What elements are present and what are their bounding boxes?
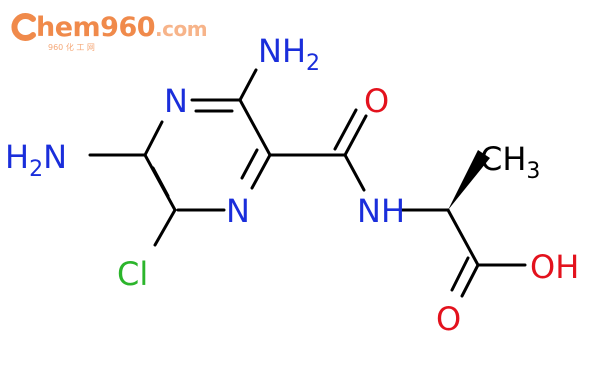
bond-c6-c5-double — [151, 166, 170, 198]
atom-h2n-left: H2N — [5, 138, 67, 182]
atom-methyl: CH3 — [480, 140, 540, 184]
logo-wordmark: hem960.com — [8, 12, 208, 45]
atom-amide-nh: NH — [357, 192, 405, 230]
logo-main-text: hem960 — [36, 12, 156, 43]
atom-hydroxyl: OH — [530, 248, 579, 286]
bond-c3-nh2 — [238, 68, 258, 102]
bond-c5-n4 — [143, 120, 164, 157]
logo-c-icon — [11, 13, 36, 41]
bond-c6-cl — [153, 208, 177, 247]
bond-lines — [88, 68, 527, 298]
atom-ring-n-bottom: N — [226, 192, 250, 230]
bond-c2-n1-double — [240, 148, 259, 180]
bond-cacid-o-double — [450, 256, 470, 292]
bond-calpha-cacid — [446, 208, 480, 267]
bond-c2-n1 — [250, 153, 272, 190]
atom-ring-n-top: N — [164, 82, 188, 120]
atom-nh2-top: NH2 — [258, 32, 320, 76]
bond-carbonyl-o-double — [333, 108, 358, 151]
atom-acid-o: O — [436, 300, 461, 338]
atom-carbonyl-o: O — [364, 82, 389, 120]
logo-subtitle: 960 化 工 网 — [48, 43, 95, 52]
bond-carbonyl-nh — [343, 153, 366, 192]
wedge-bond-methyl — [448, 150, 490, 210]
bond-c3-c2 — [238, 98, 272, 157]
chem960-logo[interactable]: hem960.com 960 化 工 网 — [8, 12, 208, 56]
atom-chloro: Cl — [117, 255, 148, 293]
bond-cacid-o — [460, 263, 480, 298]
atom-labels: NH2 H2N N N O NH Cl CH3 OH O — [5, 32, 579, 338]
bond-carbonyl-o — [343, 114, 368, 157]
logo-suffix-text: .com — [155, 17, 208, 41]
